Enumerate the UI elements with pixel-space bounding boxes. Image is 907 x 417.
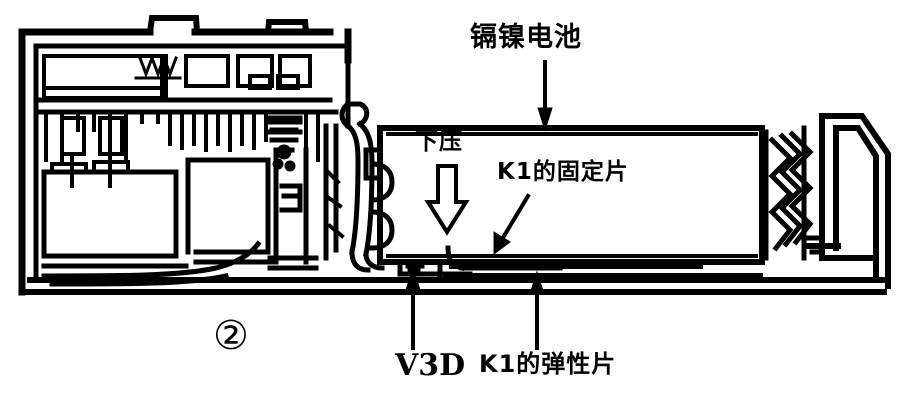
label-press-down: 下压	[415, 129, 463, 155]
terminal-bracket	[805, 113, 891, 289]
pcb-right-edge-detail	[323, 167, 345, 239]
housing-top-tabs	[146, 15, 310, 36]
label-k1-fixed-plate: K1的固定片	[497, 159, 629, 185]
wire-harness	[339, 101, 385, 273]
pcb-inner-box-cap	[50, 160, 130, 174]
pcb-transformer	[267, 147, 319, 271]
terminal-bracket-tab	[805, 235, 825, 255]
label-v3d: V3D	[395, 348, 466, 383]
leader-fixed-plate-arrowhead	[493, 231, 511, 255]
battery-cell	[377, 125, 765, 265]
press-down-arrow	[424, 164, 470, 236]
pcb-inner-box	[41, 169, 189, 269]
pcb-pin-row-2	[168, 110, 268, 152]
pcb-bottom-wires	[41, 240, 262, 287]
pcb-inner-box-2	[185, 157, 279, 265]
label-battery: 镉镍电池	[470, 22, 582, 53]
pcb-component-cluster-fill	[265, 115, 303, 172]
leader-battery-arrowhead	[537, 107, 553, 132]
leader-v3d-arrowhead	[405, 266, 421, 291]
battery-terminal-left	[363, 147, 383, 181]
pcb-coil	[134, 53, 182, 80]
coil-spring	[763, 125, 814, 261]
label-k1-elastic-plate: K1的弹性片	[479, 350, 617, 378]
figure-number: ②	[213, 313, 249, 359]
pcb-right-edge	[323, 123, 339, 261]
pcb-connector-blocks	[184, 54, 312, 90]
leader-elastic-plate-arrowhead	[529, 270, 545, 295]
